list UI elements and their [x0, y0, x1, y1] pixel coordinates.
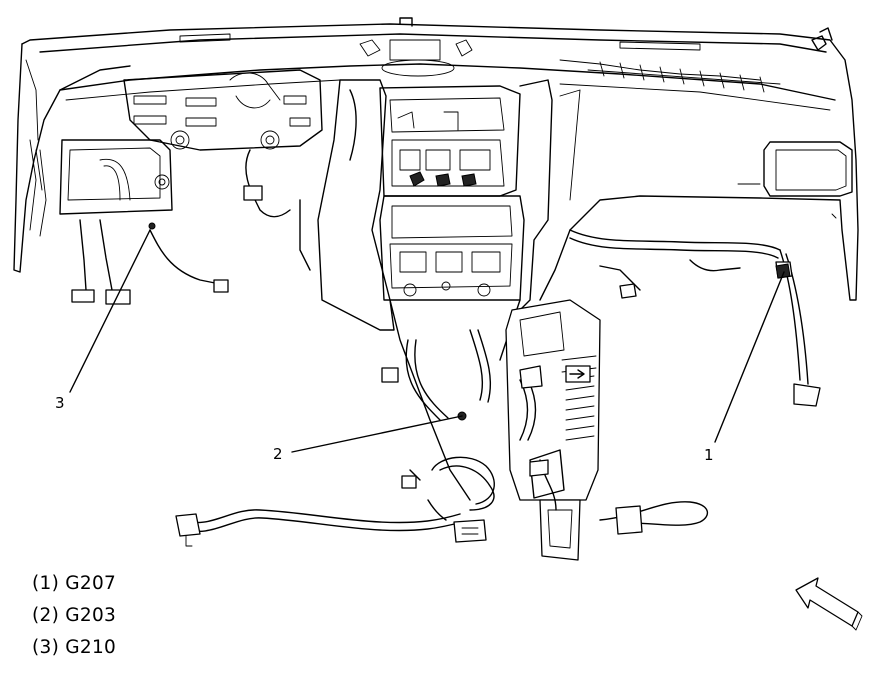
leader-line-3	[69, 229, 151, 393]
legend: (1) G207 (2) G203 (3) G210	[32, 568, 116, 664]
legend-item-g207: (1) G207	[32, 573, 117, 594]
callout-1: 1	[704, 446, 714, 464]
legend-item-g210: (3) G210	[32, 637, 117, 658]
callout-3: 3	[55, 394, 65, 412]
leader-line-1	[714, 271, 785, 443]
callout-2: 2	[273, 445, 283, 463]
legend-item-g203: (2) G203	[32, 605, 117, 626]
driver-side-cluster	[59, 69, 323, 215]
wiring-harness	[71, 89, 821, 547]
floor-console	[389, 299, 601, 561]
front-view-arrow-icon	[795, 577, 863, 631]
center-stack	[317, 79, 581, 331]
leader-line-2	[291, 415, 463, 453]
passenger-side-panel	[737, 141, 853, 219]
ground-g210	[148, 222, 156, 230]
ground-g207	[775, 263, 791, 279]
